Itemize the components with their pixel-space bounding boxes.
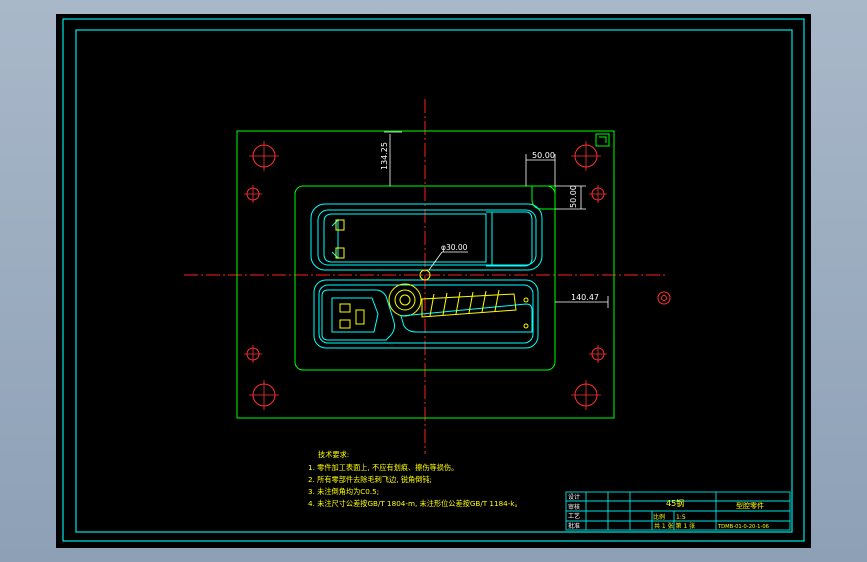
note-item: 4. 未注尺寸公差按GB/T 1804-m, 未注形位公差按GB/T 1184-…	[308, 499, 522, 508]
note-item: 3. 未注倒角均为C0.5;	[308, 487, 379, 496]
notes-heading: 技术要求:	[318, 450, 349, 459]
dim-horizontal-offset: 140.47	[571, 293, 599, 302]
dim-vertical-offset: 134.25	[380, 142, 389, 170]
pocket-corner-notch	[531, 185, 556, 210]
dim-pocket-height: 50.00	[569, 185, 578, 208]
dim-gate-diameter: φ30.00	[441, 243, 468, 252]
upper-cavity	[310, 203, 543, 271]
note-item: 1. 零件加工表面上, 不应有划痕、擦伤等损伤。	[308, 463, 458, 472]
sheet-count: 共 1 张 第 1 张	[654, 522, 695, 530]
lower-cavity	[313, 279, 539, 349]
title-row-label: 批准	[568, 522, 580, 530]
plate-outline	[236, 130, 615, 419]
note-item: 2. 所有零部件去除毛刺飞边, 锐角倒钝;	[308, 475, 432, 484]
pin-hole	[657, 291, 671, 305]
pin-hole	[661, 295, 667, 301]
title-row-label: 审核	[568, 503, 580, 511]
gate-ring-inner	[394, 289, 416, 311]
dim-pocket-width: 50.00	[532, 151, 555, 160]
part-features	[335, 219, 529, 329]
hole-crosshairs	[244, 141, 607, 410]
title-row-label: 设计	[568, 493, 580, 501]
technical-notes: 技术要求: 1. 零件加工表面上, 不应有划痕、擦伤等损伤。 2. 所有零部件去…	[308, 450, 522, 508]
material-label: 45钢	[666, 498, 684, 508]
gate-circle	[419, 269, 431, 281]
cavity-pocket	[294, 185, 556, 371]
title-block	[565, 491, 791, 531]
dimension-lines	[384, 131, 609, 308]
mold-plate-drawing: 134.25 50.00 50.00 φ30.00 140.47 技术要求: 1…	[62, 18, 805, 542]
outer-frame	[62, 18, 805, 542]
title-row-label: 工艺	[568, 512, 580, 520]
scale-label: 比例	[653, 513, 665, 521]
drawing-number: TDMB-01-0-20-1-06	[717, 524, 769, 530]
part-name: 型腔零件	[736, 501, 764, 510]
title-block-text: 设计 审核 工艺 批准 45钢 比例 1:5 共 1 张 第 1 张 型腔零件 …	[568, 493, 769, 530]
scale-value: 1:5	[676, 514, 686, 521]
cad-viewport[interactable]: 134.25 50.00 50.00 φ30.00 140.47 技术要求: 1…	[56, 14, 811, 548]
gate-ring-outer	[388, 283, 422, 317]
corner-mark-icon	[595, 133, 610, 147]
inner-frame	[75, 29, 793, 533]
